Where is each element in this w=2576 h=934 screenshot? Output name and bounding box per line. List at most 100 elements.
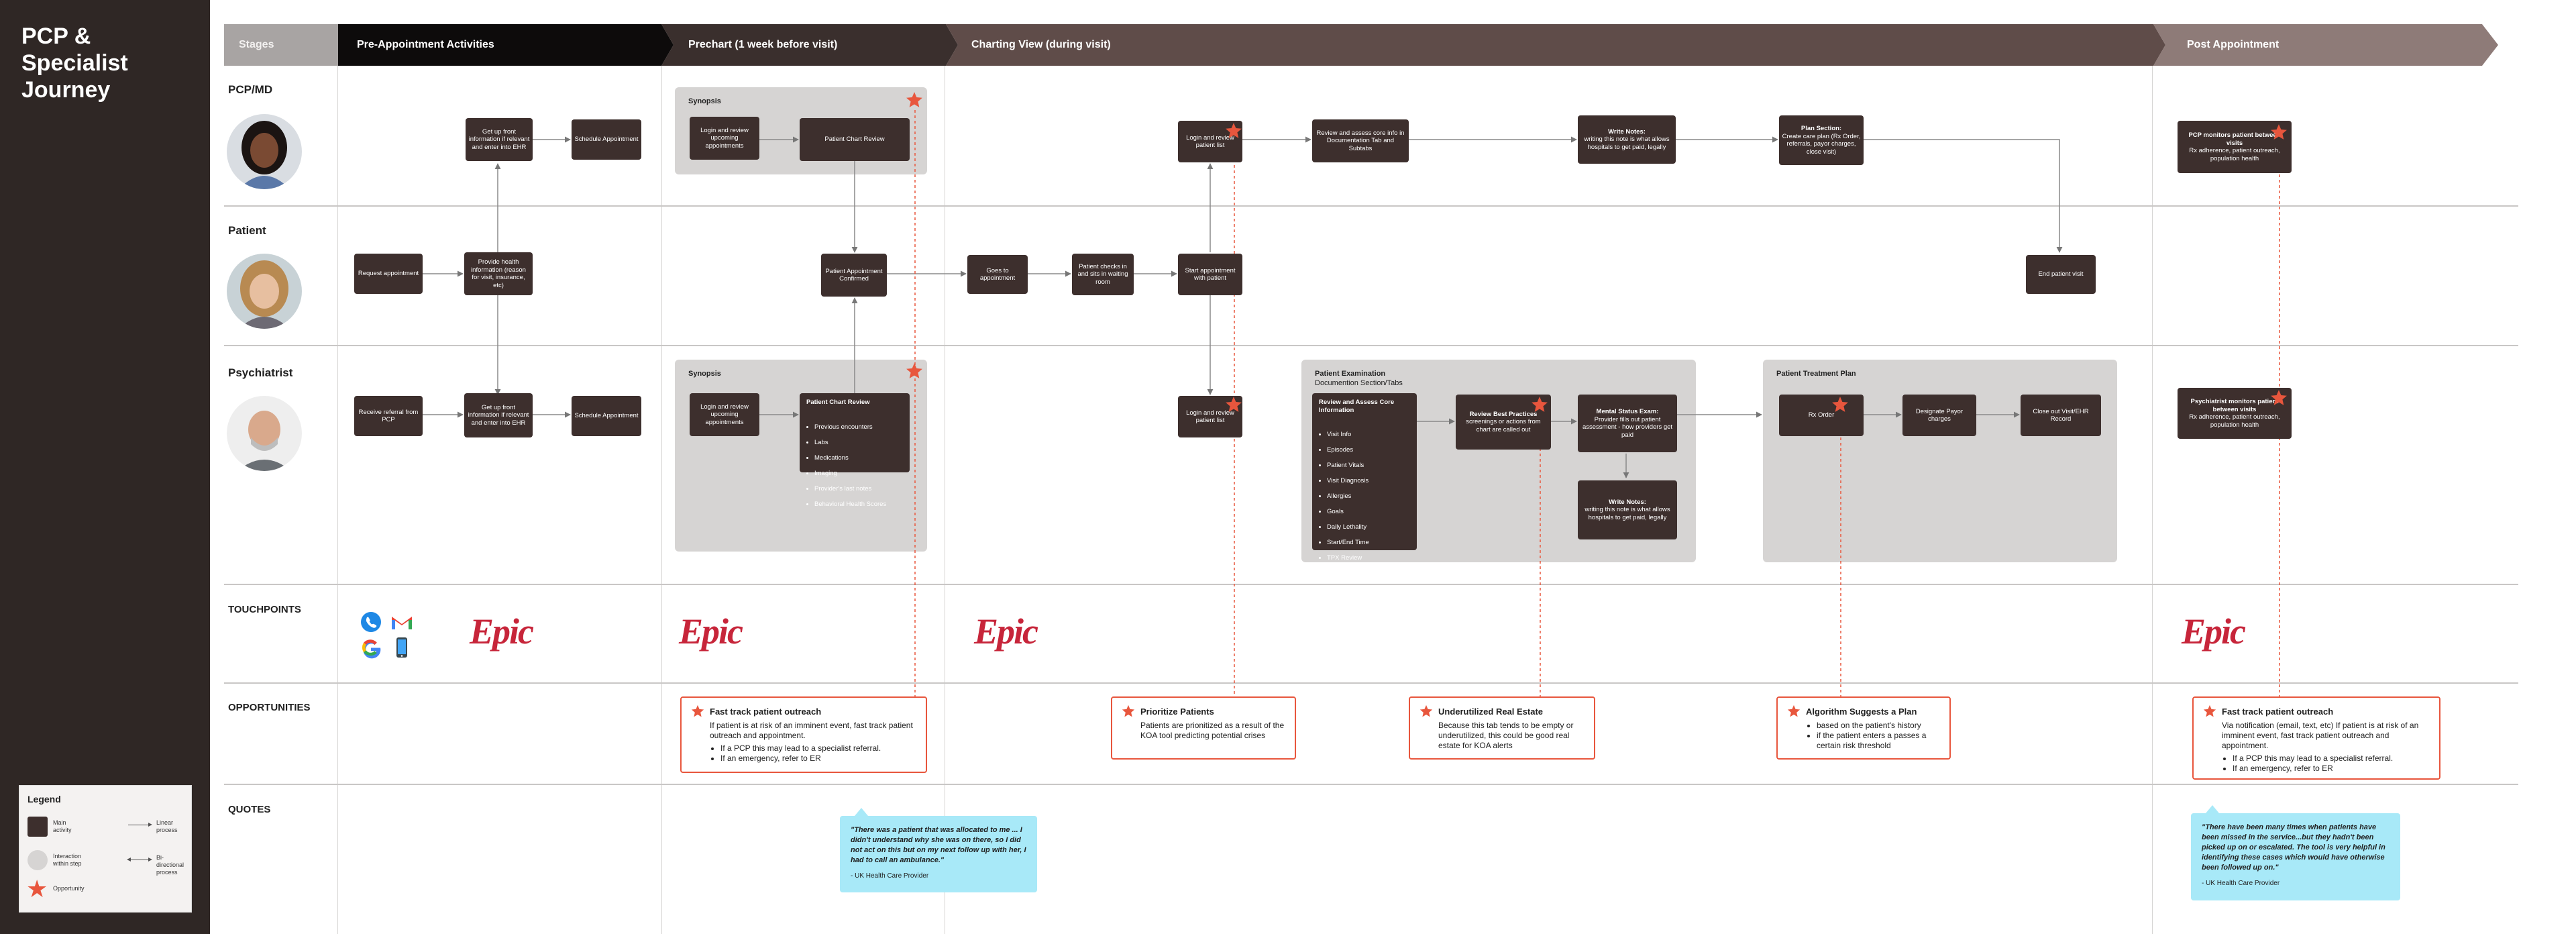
psych-write-notes-title: Write Notes: <box>1609 498 1646 506</box>
psych-rx-order-node[interactable]: Rx Order <box>1779 395 1864 436</box>
psych-payor-charges-node[interactable]: Designate Payor charges <box>1902 395 1976 436</box>
list-item: TPX Review <box>1327 554 1410 562</box>
epic-logo: Epic <box>2182 611 2246 652</box>
pcp-login-review-node[interactable]: Login and review upcoming appointments <box>690 117 759 160</box>
google-icon <box>362 639 381 659</box>
patient-request-appointment-node[interactable]: Request appointment <box>354 254 423 294</box>
list-item: Patient Vitals <box>1327 462 1410 470</box>
opportunity-star-icon <box>1226 397 1242 412</box>
patient-provide-info-node[interactable]: Provide health information (reason for v… <box>464 252 533 295</box>
psych-login-review-node[interactable]: Login and review upcoming appointments <box>690 393 759 436</box>
pcp-plan-title: Plan Section: <box>1801 125 1842 132</box>
opportunity-star-icon <box>1532 397 1548 412</box>
pcp-get-info-node[interactable]: Get up front information if relevant and… <box>466 118 533 161</box>
pcp-review-core-info-node[interactable]: Review and assess core info in Documenta… <box>1312 119 1409 162</box>
row-divider <box>224 584 2518 585</box>
synopsis-title: Synopsis <box>688 97 721 105</box>
patient-end-visit-node[interactable]: End patient visit <box>2026 255 2096 294</box>
opportunity-star-icon <box>906 363 922 378</box>
opportunity-star-icon <box>906 92 922 107</box>
list-item: Labs <box>814 439 886 447</box>
list-item: If an emergency, refer to ER <box>720 754 916 764</box>
opportunity-star-icon <box>1787 705 1801 717</box>
column-divider <box>337 66 338 934</box>
list-item: If an emergency, refer to ER <box>2233 764 2430 774</box>
opportunity-star-icon <box>691 705 704 717</box>
psych-chart-review-node[interactable]: Patient Chart Review Previous encounters… <box>800 393 910 508</box>
stage-shape-4 <box>2153 24 2498 66</box>
list-item: based on the patient's history <box>1817 721 1940 731</box>
row-divider <box>224 682 2518 684</box>
row-label-touchpoints: TOUCHPOINTS <box>228 604 301 615</box>
row-label-pcp: PCP/MD <box>228 83 273 96</box>
opportunity-title: Algorithm Suggests a Plan <box>1806 706 1917 717</box>
psych-review-core-info-node[interactable]: Review and Assess Core Information Visit… <box>1312 393 1417 631</box>
pcp-write-notes-node[interactable]: Write Notes:writing this note is what al… <box>1578 115 1676 164</box>
psych-best-practices-title: Review Best Practices <box>1469 410 1538 418</box>
patient-start-appointment-node[interactable]: Start appointment with patient <box>1178 254 1242 295</box>
legend-star-icon: ★ <box>26 875 48 902</box>
opportunity-star-icon <box>2271 124 2287 140</box>
quote-text: "There have been many times when patient… <box>2202 823 2385 872</box>
stage-label-0: Stages <box>239 39 274 50</box>
list-item: If a PCP this may lead to a specialist r… <box>720 743 916 754</box>
opportunity-star-icon <box>2271 390 2287 405</box>
list-item: Episodes <box>1327 446 1410 454</box>
arrow <box>1864 139 2063 253</box>
stage-shape-3 <box>946 24 2165 66</box>
pcp-monitors-text: Rx adherence, patient outreach, populati… <box>2189 147 2280 162</box>
mobile-app-icon <box>396 637 407 658</box>
list-item: Visit Info <box>1327 431 1410 439</box>
psych-mental-status-text: Provider fills out patient assessment - … <box>1582 415 1673 439</box>
opportunity-body: Because this tab tends to be empty or un… <box>1438 721 1574 750</box>
quote-card: "There was a patient that was allocated … <box>840 808 1037 892</box>
opportunity-card: Underutilized Real Estate Because this t… <box>1409 696 1595 760</box>
stage-label-1: Pre-Appointment Activities <box>357 39 494 50</box>
psych-write-notes-node[interactable]: Write Notes:writing this note is what al… <box>1578 480 1677 539</box>
psych-schedule-node[interactable]: Schedule Appointment <box>572 396 641 436</box>
row-label-quotes: QUOTES <box>228 804 271 815</box>
opportunity-title: Fast track patient outreach <box>710 706 822 717</box>
pcp-chart-review-node[interactable]: Patient Chart Review <box>800 118 910 161</box>
opportunity-title: Fast track patient outreach <box>2222 706 2334 717</box>
patient-goes-to-appointment-node[interactable]: Goes to appointment <box>967 255 1028 294</box>
opportunity-star-icon <box>1419 705 1433 717</box>
pcp-write-notes-title: Write Notes: <box>1608 127 1646 136</box>
stage-label-2: Prechart (1 week before visit) <box>688 39 838 50</box>
pcp-plan-section-node[interactable]: Plan Section:Create care plan (Rx Order,… <box>1779 115 1864 165</box>
patient-checks-in-node[interactable]: Patient checks in and sits in waiting ro… <box>1072 254 1134 295</box>
row-label-opportunities: OPPORTUNITIES <box>228 702 311 713</box>
list-item: HPI <box>1327 570 1410 578</box>
opportunity-title: Prioritize Patients <box>1140 706 1214 717</box>
row-label-patient: Patient <box>228 224 266 237</box>
psych-chart-review-list: Previous encounters Labs Medications Ima… <box>806 415 886 516</box>
stage-shape-1 <box>338 24 674 66</box>
sidebar: PCP & Specialist Journey Legend Main act… <box>0 0 210 934</box>
psych-receive-referral-node[interactable]: Receive referral from PCP <box>354 396 423 436</box>
epic-logo: Epic <box>974 611 1038 652</box>
pcp-schedule-node[interactable]: Schedule Appointment <box>572 119 641 160</box>
patient-treatment-plan-box: Patient Treatment Plan <box>1763 360 2117 562</box>
opportunity-star-icon <box>1226 123 1242 138</box>
psych-get-info-node[interactable]: Get up front information if relevant and… <box>464 393 533 437</box>
legend-title: Legend <box>28 794 61 805</box>
legend-bidirectional-label: Bi-directional process <box>156 854 184 876</box>
patient-appointment-confirmed-node[interactable]: Patient Appointment Confirmed <box>821 254 887 297</box>
pcp-write-notes-text: writing this note is what allows hospita… <box>1584 136 1670 151</box>
opportunity-card: Fast track patient outreach If patient i… <box>680 696 927 773</box>
stage-shape-0 <box>224 24 338 66</box>
list-item: Allergies <box>1327 492 1410 501</box>
quote-source: - UK Health Care Provider <box>2202 880 2280 887</box>
column-divider <box>661 66 662 934</box>
avatar-patient <box>227 254 302 329</box>
pcp-plan-text: Create care plan (Rx Order, referrals, p… <box>1782 132 1861 156</box>
psych-mental-status-node[interactable]: Mental Status Exam:Provider fills out pa… <box>1578 395 1677 452</box>
stage-shape-2 <box>661 24 958 66</box>
list-item: Visit Diagnosis <box>1327 477 1410 485</box>
list-item: Medications <box>814 454 886 462</box>
list-item: Goals <box>1327 508 1410 516</box>
psych-close-visit-node[interactable]: Close out Visit/EHR Record <box>2021 395 2101 436</box>
legend-interaction-swatch <box>28 850 48 870</box>
